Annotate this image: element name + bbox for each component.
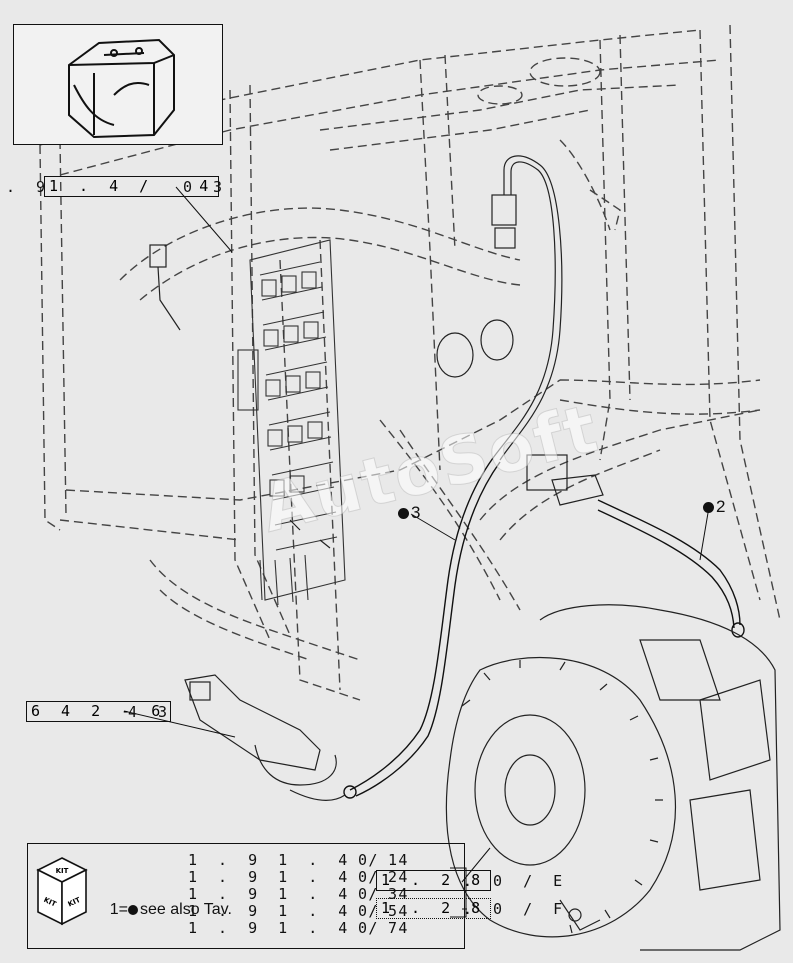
- ref-top-left-box[interactable]: 1 . 4 / 4: [44, 176, 220, 197]
- legend-row-suffix: 0 3: [358, 885, 404, 903]
- see-also-note: 1= see also Tav.: [92, 886, 232, 934]
- legend-panel: KIT KIT KIT 1= see also Tav. 1 . 9 1 . 4 …: [27, 843, 465, 949]
- kit-cube-icon: KIT KIT KIT: [36, 857, 88, 926]
- callout-dot-icon: [398, 508, 409, 520]
- ref-lower-left-suffix: 4 3: [128, 703, 174, 721]
- cab-thumbnail-icon: [68, 38, 175, 139]
- ref-128-e-box[interactable]: 1 . 2 8: [376, 870, 492, 891]
- legend-row-code: 1 . 9 1 . 4 / 4: [188, 919, 414, 937]
- see-also-prefix: 1=: [109, 901, 129, 918]
- kit-label-top: KIT: [56, 867, 69, 875]
- ref-top-left-prefix: . 9: [6, 178, 52, 196]
- callout-3-number: 3: [411, 503, 421, 522]
- legend-row-code: 1 . 9 1 . 4 / 4: [188, 851, 414, 869]
- leader-lines: [123, 186, 710, 918]
- callout-dot-icon: [703, 502, 714, 514]
- callout-2: 2: [703, 497, 725, 517]
- callout-3: 3: [398, 503, 420, 523]
- ref-128-f-box[interactable]: 1 . 2 8: [376, 898, 492, 919]
- legend-row-suffix: 0 7: [358, 919, 404, 937]
- ref-top-left-suffix: 0 3: [183, 178, 229, 196]
- legend-row-suffix: 0 5: [358, 902, 404, 920]
- connectors: [149, 155, 604, 549]
- legend-row-code: 1 . 9 1 . 4 / 4: [188, 902, 414, 920]
- cab-frame-outline: [39, 24, 781, 701]
- see-also-text: see also Tav.: [140, 901, 232, 918]
- ref-lower-left-box[interactable]: 6 4 2 - 6: [26, 701, 172, 722]
- relay-fuse-board: [237, 239, 346, 606]
- cab-thumbnail-frame: [13, 24, 223, 145]
- callout-2-number: 2: [716, 497, 726, 516]
- sensor-switch-assembly: [184, 674, 346, 802]
- ref-128-f-suffix: . 0 / F: [463, 900, 569, 918]
- transmission-assembly: [445, 604, 781, 951]
- legend-row-suffix: 0 1: [358, 851, 404, 869]
- bullet-icon: [128, 904, 139, 915]
- legend-row-code: 1 . 9 1 . 4 / 4: [188, 868, 414, 886]
- legend-row-code: 1 . 9 1 . 4 / 4: [188, 885, 414, 903]
- harness-3: [343, 457, 501, 799]
- ref-128-e-suffix: . 0 / E: [463, 872, 569, 890]
- legend-row-suffix: 0 2: [358, 868, 404, 886]
- harness-2: [597, 499, 745, 638]
